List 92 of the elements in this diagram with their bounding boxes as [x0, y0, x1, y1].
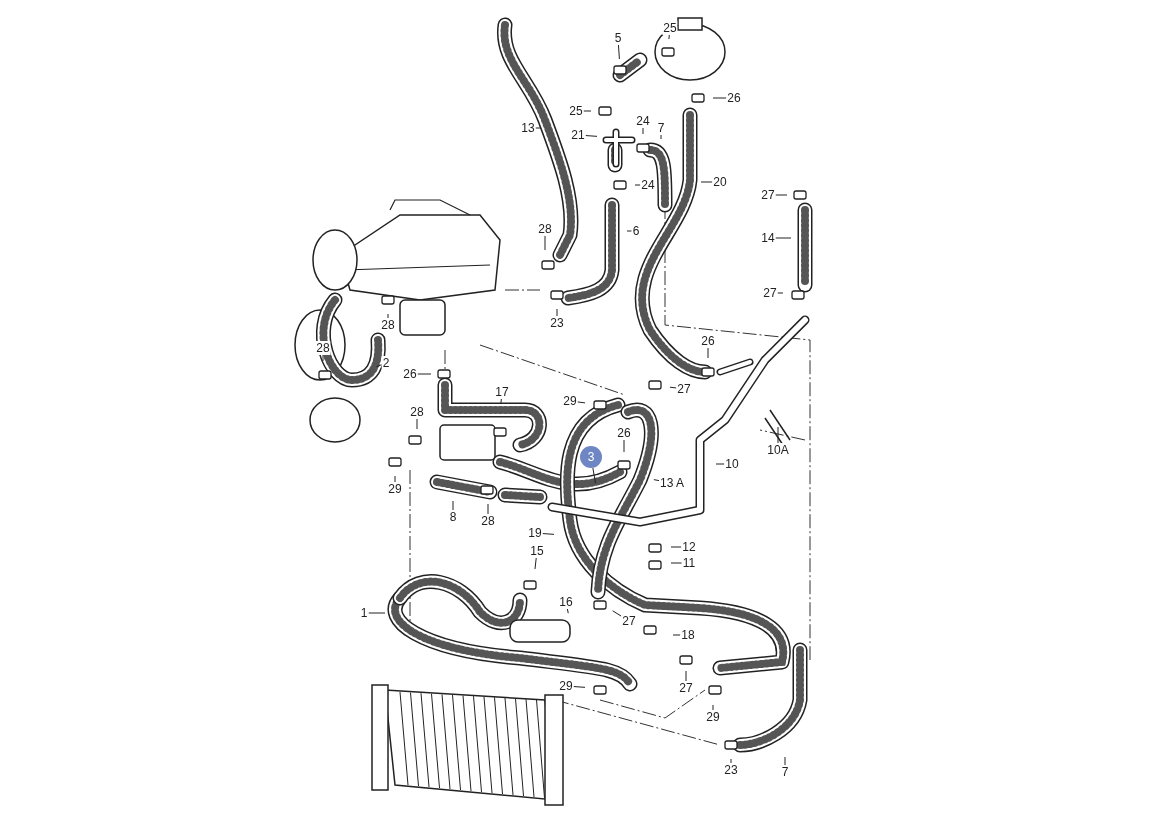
callout-number: 7	[780, 765, 790, 779]
callout-number: 26	[616, 426, 632, 440]
leader-line	[617, 44, 620, 60]
leader-line	[712, 97, 727, 99]
leader-line	[583, 110, 592, 112]
callout-number: 26	[700, 334, 716, 348]
leader-line	[623, 439, 625, 453]
leader-line	[670, 546, 682, 548]
callout-number: 19	[527, 526, 543, 540]
leader-line	[707, 347, 709, 359]
leader-line	[592, 467, 596, 484]
leader-line	[777, 292, 784, 294]
callout-number: 10A	[766, 443, 790, 457]
leader-line	[577, 401, 586, 404]
callout-number: 29	[387, 482, 403, 496]
highlighted-callout-number: 3	[580, 446, 602, 468]
leader-line	[700, 181, 713, 183]
callout-number: 13 A	[659, 476, 685, 490]
leader-line	[322, 354, 324, 362]
leader-line	[642, 127, 644, 135]
leader-line	[660, 134, 662, 140]
leader-line	[777, 426, 779, 444]
callout-number: 26	[726, 91, 742, 105]
leader-line	[452, 500, 454, 511]
leader-line	[672, 634, 681, 636]
callout-number: 11	[681, 556, 697, 570]
callout-number: 28	[315, 341, 331, 355]
leader-line	[573, 686, 586, 688]
leader-line	[556, 308, 558, 317]
leader-line	[534, 557, 537, 570]
callout-number: 27	[676, 382, 692, 396]
callout-number: 29	[558, 679, 574, 693]
callout-number: 13	[520, 121, 536, 135]
leader-line	[669, 386, 677, 389]
callout-number: 10	[724, 457, 740, 471]
leader-line	[544, 235, 546, 251]
callout-number: 28	[409, 405, 425, 419]
leader-line	[685, 670, 687, 682]
callout-number: 15	[529, 544, 545, 558]
callout-number: 2	[381, 356, 391, 370]
leader-line	[417, 373, 432, 375]
leader-line	[387, 313, 389, 319]
leader-line	[670, 562, 683, 564]
leader-line	[367, 612, 386, 614]
callout-number: 24	[635, 114, 651, 128]
callout-number: 6	[631, 224, 641, 238]
leader-line	[566, 608, 569, 614]
leader-line	[500, 398, 502, 405]
leader-line	[542, 533, 555, 535]
callout-number: 1	[359, 606, 369, 620]
callout-number: 27	[621, 614, 637, 628]
leader-line	[668, 34, 670, 40]
leader-line	[784, 756, 786, 766]
callout-number: 23	[723, 763, 739, 777]
callout-number: 16	[558, 595, 574, 609]
leader-line	[416, 418, 418, 430]
callout-number: 27	[762, 286, 778, 300]
callout-number: 7	[656, 121, 666, 135]
leader-line	[712, 704, 714, 711]
leader-line	[535, 127, 542, 129]
callout-number: 21	[570, 128, 586, 142]
leader-line	[634, 184, 641, 186]
callout-number: 8	[448, 510, 458, 524]
leader-line	[612, 610, 622, 617]
callout-number: 14	[760, 231, 776, 245]
leader-line	[626, 230, 633, 232]
leader-line	[775, 194, 788, 196]
leader-line	[775, 237, 792, 239]
leader-line	[653, 479, 660, 482]
callout-number: 29	[705, 710, 721, 724]
leader-line	[585, 135, 598, 137]
callout-number: 12	[681, 540, 697, 554]
callout-number: 20	[712, 175, 728, 189]
callout-number: 28	[480, 514, 496, 528]
callout-number: 28	[380, 318, 396, 332]
callout-number: 26	[402, 367, 418, 381]
callout-number: 23	[549, 316, 565, 330]
callout-number: 27	[678, 681, 694, 695]
leader-line	[487, 503, 489, 515]
callout-number: 24	[640, 178, 656, 192]
leader-line	[715, 463, 725, 465]
callout-number: 28	[537, 222, 553, 236]
callout-number: 29	[562, 394, 578, 408]
callout-number: 25	[662, 21, 678, 35]
callout-number: 5	[613, 31, 623, 45]
callout-number: 25	[568, 104, 584, 118]
callout-number: 18	[680, 628, 696, 642]
callout-number: 17	[494, 385, 510, 399]
leader-line	[730, 758, 732, 764]
leader-line	[375, 364, 383, 368]
callout-number: 27	[760, 188, 776, 202]
leader-line	[394, 475, 396, 483]
